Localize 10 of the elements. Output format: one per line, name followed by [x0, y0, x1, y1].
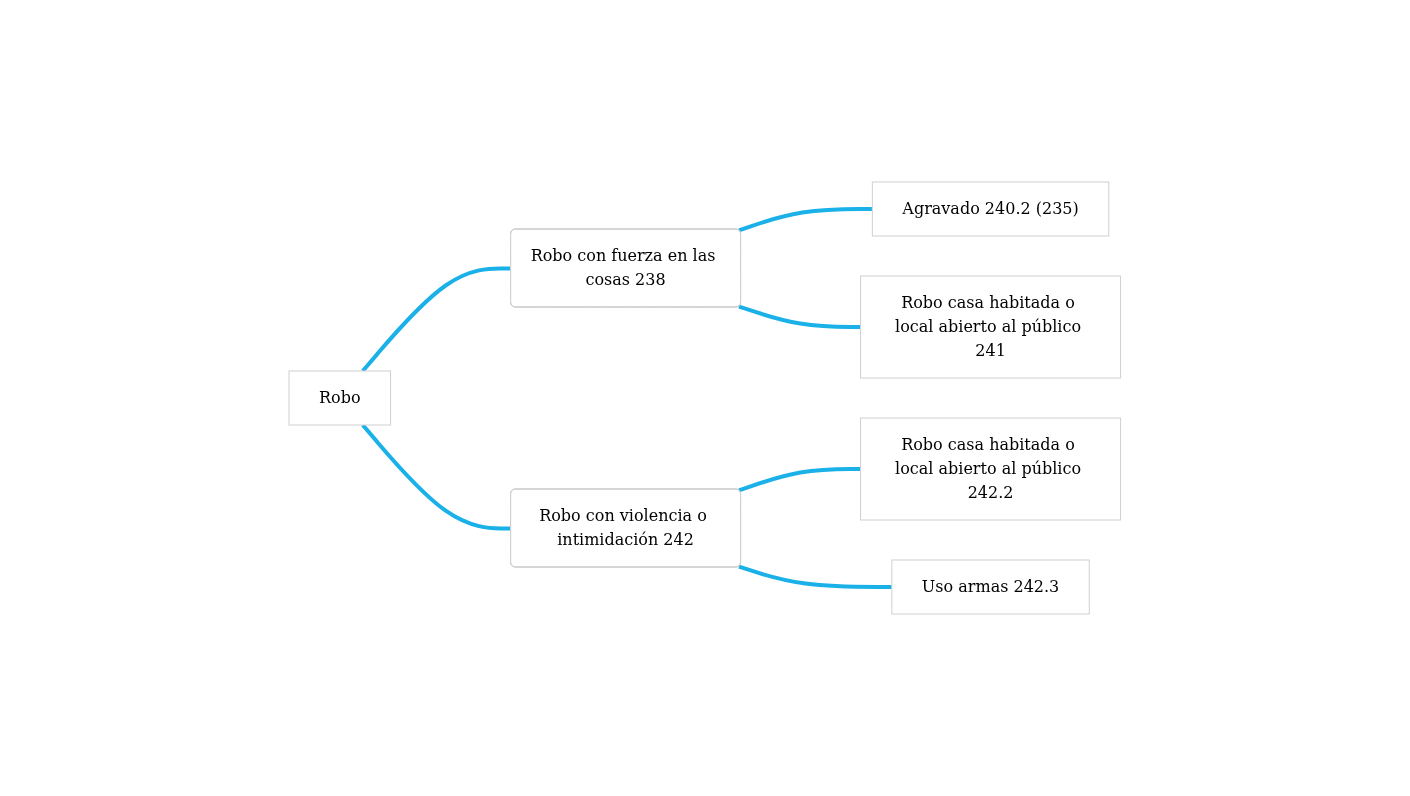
node-box: Robo casa habitada o local abierto al público 242.2	[860, 417, 1122, 521]
connector	[738, 207, 873, 233]
node-box: Agravado 240.2 (235)	[872, 181, 1110, 237]
connector	[738, 467, 861, 493]
connector	[361, 266, 512, 373]
node-box: Uso armas 242.3	[891, 559, 1090, 615]
node-box: Robo casa habitada o local abierto al público 241	[860, 275, 1122, 379]
connector	[738, 564, 893, 589]
node-box: Robo	[288, 370, 392, 426]
connector	[738, 304, 861, 329]
